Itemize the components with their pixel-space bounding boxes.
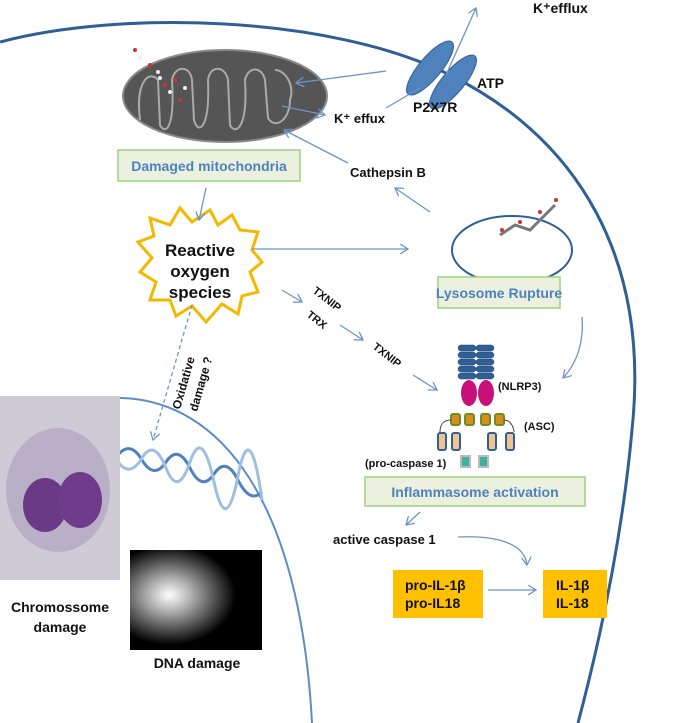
pathway-arrows <box>153 8 584 590</box>
p2x7r-receptor-icon <box>406 40 477 110</box>
asc-label: (ASC) <box>524 421 555 433</box>
active-caspase-label: active caspase 1 <box>333 532 436 547</box>
inflammasome-complex-icon <box>437 344 515 468</box>
pro-il18-label: pro-IL18 <box>405 595 460 611</box>
txnip-label-1: TXNIP <box>310 285 343 314</box>
k-effux-label: K⁺ effux <box>334 111 386 126</box>
cathepsin-label: Cathepsin B <box>350 165 426 180</box>
dna-damage-label: DNA damage <box>154 655 241 671</box>
inflammasome-activation-label: Inflammasome activation <box>391 484 558 500</box>
damaged-mitochondria-box <box>117 149 301 182</box>
chromosome-damage-image <box>0 396 120 580</box>
il18-label: IL-18 <box>556 595 589 611</box>
pro-il1b-label: pro-IL-1β <box>405 577 466 593</box>
cell-membrane <box>0 21 637 723</box>
mitochondrion-icon <box>122 48 328 143</box>
il1b-label: IL-1β <box>556 577 590 593</box>
nlrp3-label: (NLRP3) <box>498 381 542 393</box>
lysosome-rupture-box <box>437 276 561 309</box>
molecule-icon <box>499 198 558 237</box>
atp-label: ATP <box>477 75 504 91</box>
dna-damage-image <box>130 550 262 650</box>
k-efflux-top-label: K⁺efflux <box>533 0 588 16</box>
inflammasome-activation-box <box>364 476 586 507</box>
ros-label-line1: Reactive <box>165 241 235 260</box>
damaged-mitochondria-label: Damaged mitochondria <box>131 158 287 174</box>
nucleus-membrane <box>119 397 313 723</box>
trx-label: TRX <box>304 309 329 332</box>
ros-burst-icon <box>135 205 265 325</box>
dna-helix-icon <box>116 446 264 510</box>
pro-caspase-label: (pro-caspase 1) <box>365 458 447 470</box>
txnip-label-2: TXNIP <box>370 341 403 370</box>
pro-cytokine-box <box>393 570 483 618</box>
chromosome-label-line2: damage <box>34 619 87 635</box>
ros-label-line2: oxygen <box>170 262 230 281</box>
cytokine-box <box>543 570 607 618</box>
lysosome-rupture-label: Lysosome Rupture <box>436 285 562 301</box>
ros-label-line3: species <box>169 283 231 302</box>
p2x7r-label: P2X7R <box>413 99 457 115</box>
chromosome-label-line1: Chromossome <box>11 599 109 615</box>
